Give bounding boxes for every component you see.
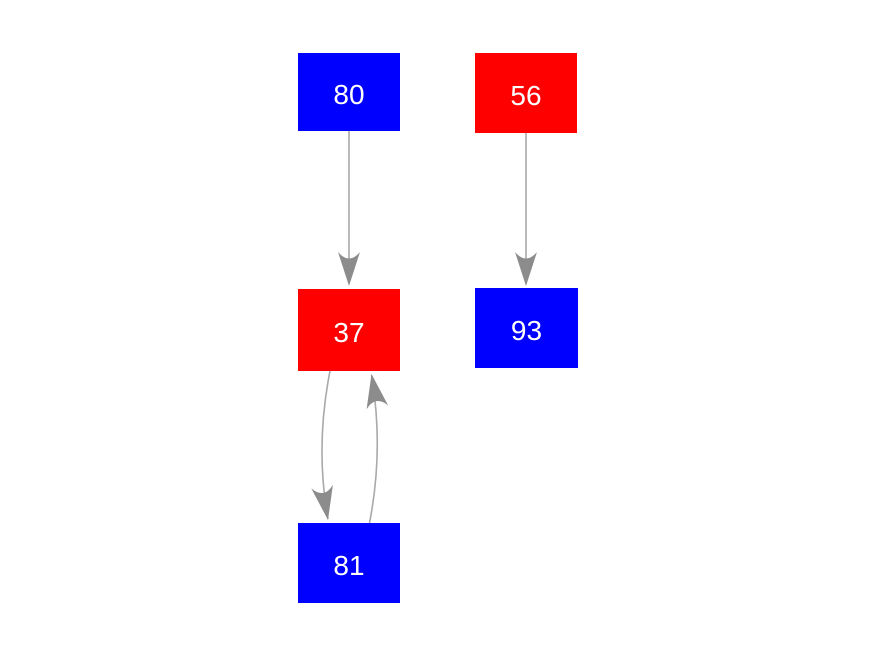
- node-81[interactable]: 81: [298, 523, 400, 603]
- node-93-label: 93: [510, 314, 543, 346]
- edge-56-93-arrowhead-icon: [515, 252, 537, 286]
- node-80-label: 80: [333, 78, 365, 110]
- node-56-label: 56: [510, 79, 542, 111]
- node-37-label: 37: [333, 316, 365, 348]
- edge-80-37-arrowhead-icon: [338, 252, 360, 286]
- node-80[interactable]: 80: [298, 53, 400, 131]
- node-56[interactable]: 56: [475, 53, 577, 133]
- node-81-label: 81: [333, 549, 365, 581]
- edge-37-81-arrowhead-icon: [311, 484, 333, 520]
- edge-81-37-arrowhead-icon: [366, 374, 389, 410]
- node-37[interactable]: 37: [298, 289, 400, 371]
- node-93[interactable]: 93: [475, 288, 578, 368]
